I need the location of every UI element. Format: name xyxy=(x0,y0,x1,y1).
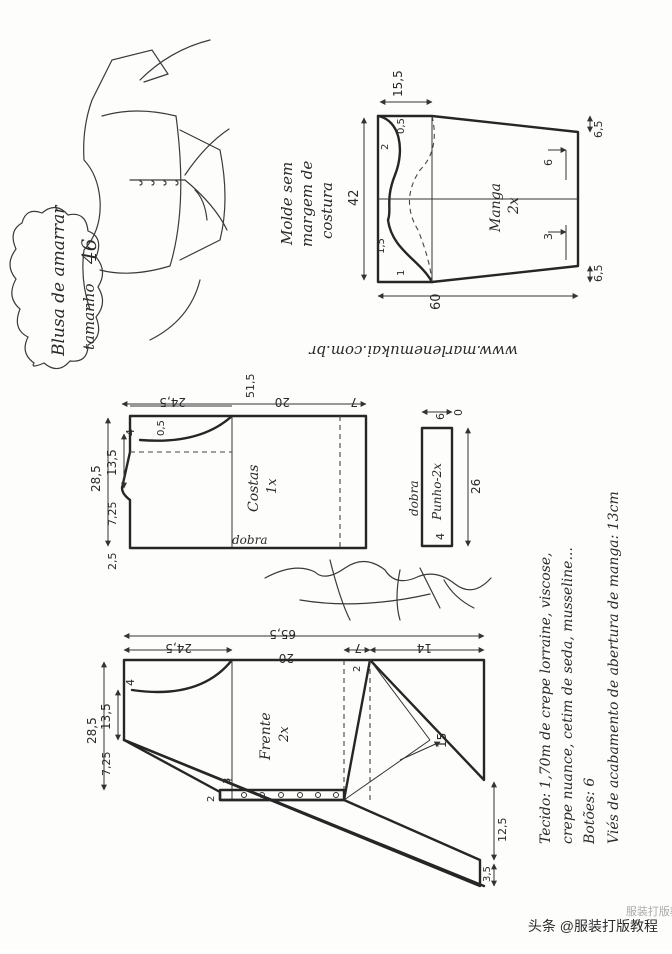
back-part-c: 7 xyxy=(350,395,358,409)
back-a3: 4 xyxy=(124,429,137,436)
back-part-a: 24,5 xyxy=(159,395,186,409)
back-piece: 51,5 24,5 20 7 28,5 13,5 7,25 2,5 4 0,5 … xyxy=(89,374,368,571)
front-part-b: 20 xyxy=(279,651,294,665)
front-placket-a: 3 xyxy=(222,778,233,784)
sleeve-width: 42 xyxy=(347,189,362,206)
blouse-sketch xyxy=(82,39,230,341)
sleeve-curve-d: 1 xyxy=(396,270,407,276)
signature xyxy=(264,559,492,621)
cuff-label: Punho-2x xyxy=(430,463,444,521)
sleeve-end-top: 6,5 xyxy=(592,121,605,139)
back-part-b: 20 xyxy=(275,395,290,409)
front-height: 28,5 xyxy=(85,717,99,744)
sleeve-end-bottom: 6,5 xyxy=(592,265,605,283)
front-a1: 7,25 xyxy=(100,752,113,777)
fabric-notes: Tecido: 1,70m de crepe lorraine, viscose… xyxy=(538,491,622,845)
front-qty: 2x xyxy=(277,726,292,743)
mold-note-line3: costura xyxy=(318,182,336,239)
front-placket-c: 2 xyxy=(352,666,363,672)
note-fabric: Tecido: 1,70m de crepe lorraine, viscose… xyxy=(538,552,554,844)
front-total-length: 65,5 xyxy=(269,627,296,641)
front-outline xyxy=(122,658,486,802)
sleeve-top-length: 15,5 xyxy=(391,70,405,97)
footer-source: 头条 @服装打版教程 xyxy=(527,918,658,934)
front-neck: 13,5 xyxy=(99,703,113,730)
note-buttons: Botões: 6 xyxy=(582,778,598,845)
back-total-length: 51,5 xyxy=(244,374,257,399)
front-part-c: 7 xyxy=(354,641,362,655)
cuff-fold: dobra xyxy=(407,481,421,516)
back-a2: 2,5 xyxy=(106,553,119,571)
title-block: Blusa de amarrar tamanho 46 xyxy=(9,205,104,370)
footer-watermark: 服装打版教程 xyxy=(625,906,672,918)
cuff-outline xyxy=(420,426,454,548)
sleeve-curve-a: 0,5 xyxy=(396,118,407,134)
website-url: www.marlenemukai.com.br xyxy=(308,342,518,360)
sleeve-cap-curve xyxy=(376,114,434,284)
note-bias: Viés de acabamento de abertura de manga:… xyxy=(606,491,622,844)
cuff-piece: 6 0 26 4 Punho-2x dobra xyxy=(407,409,483,548)
back-label: Costas xyxy=(246,465,262,512)
sleeve-curve-c: 1,5 xyxy=(376,238,387,254)
sleeve-height: 60 xyxy=(429,293,444,310)
front-tie: 12,5 xyxy=(496,818,509,843)
back-height: 28,5 xyxy=(89,465,103,492)
sleeve-label: Manga xyxy=(488,183,504,233)
front-piece: 65,5 24,5 20 7 14 28,5 13,5 7,25 4 15 12… xyxy=(85,627,509,888)
cuff-width: 6 xyxy=(434,413,447,420)
front-a2: 4 xyxy=(124,679,137,686)
mold-note: Molde sem margem de costura xyxy=(278,161,336,247)
front-label: Frente xyxy=(258,712,274,761)
title-line2: tamanho xyxy=(80,284,98,351)
sleeve-piece: 15,5 60 42 6,5 6,5 0,5 2 1,5 1 6 3 Manga… xyxy=(347,70,605,310)
sleeve-mark-3: 3 xyxy=(542,233,555,240)
button-marks xyxy=(241,792,339,798)
back-curve: 0,5 xyxy=(156,420,167,436)
back-neck: 13,5 xyxy=(105,449,119,476)
front-part-d: 14 xyxy=(417,641,432,655)
back-a1: 7,25 xyxy=(106,502,119,527)
sleeve-qty: 2x xyxy=(506,197,522,215)
sleeve-mark-6: 6 xyxy=(542,159,555,166)
cuff-left: 4 xyxy=(434,533,447,540)
mold-note-line2: margem de xyxy=(298,161,316,247)
front-part-a: 24,5 xyxy=(165,641,192,655)
mold-note-line1: Molde sem xyxy=(278,162,296,246)
title-line1: Blusa de amarrar xyxy=(49,205,69,357)
front-diag: 15 xyxy=(435,733,449,748)
sleeve-curve-b: 2 xyxy=(380,144,391,150)
cuff-length: 26 xyxy=(469,479,483,494)
cuff-zero: 0 xyxy=(452,409,465,416)
back-qty: 1x xyxy=(265,478,280,494)
title-size: 46 xyxy=(77,238,101,265)
footer-credit: 服装打版教程 头条 @服装打版教程 xyxy=(527,906,672,936)
front-tie-end: 3,5 xyxy=(482,866,493,882)
front-placket-b: 2 xyxy=(206,796,217,802)
back-fold: dobra xyxy=(232,533,267,547)
note-fabric-options: crepe nuance, cetim de seda, musseline..… xyxy=(560,547,576,844)
